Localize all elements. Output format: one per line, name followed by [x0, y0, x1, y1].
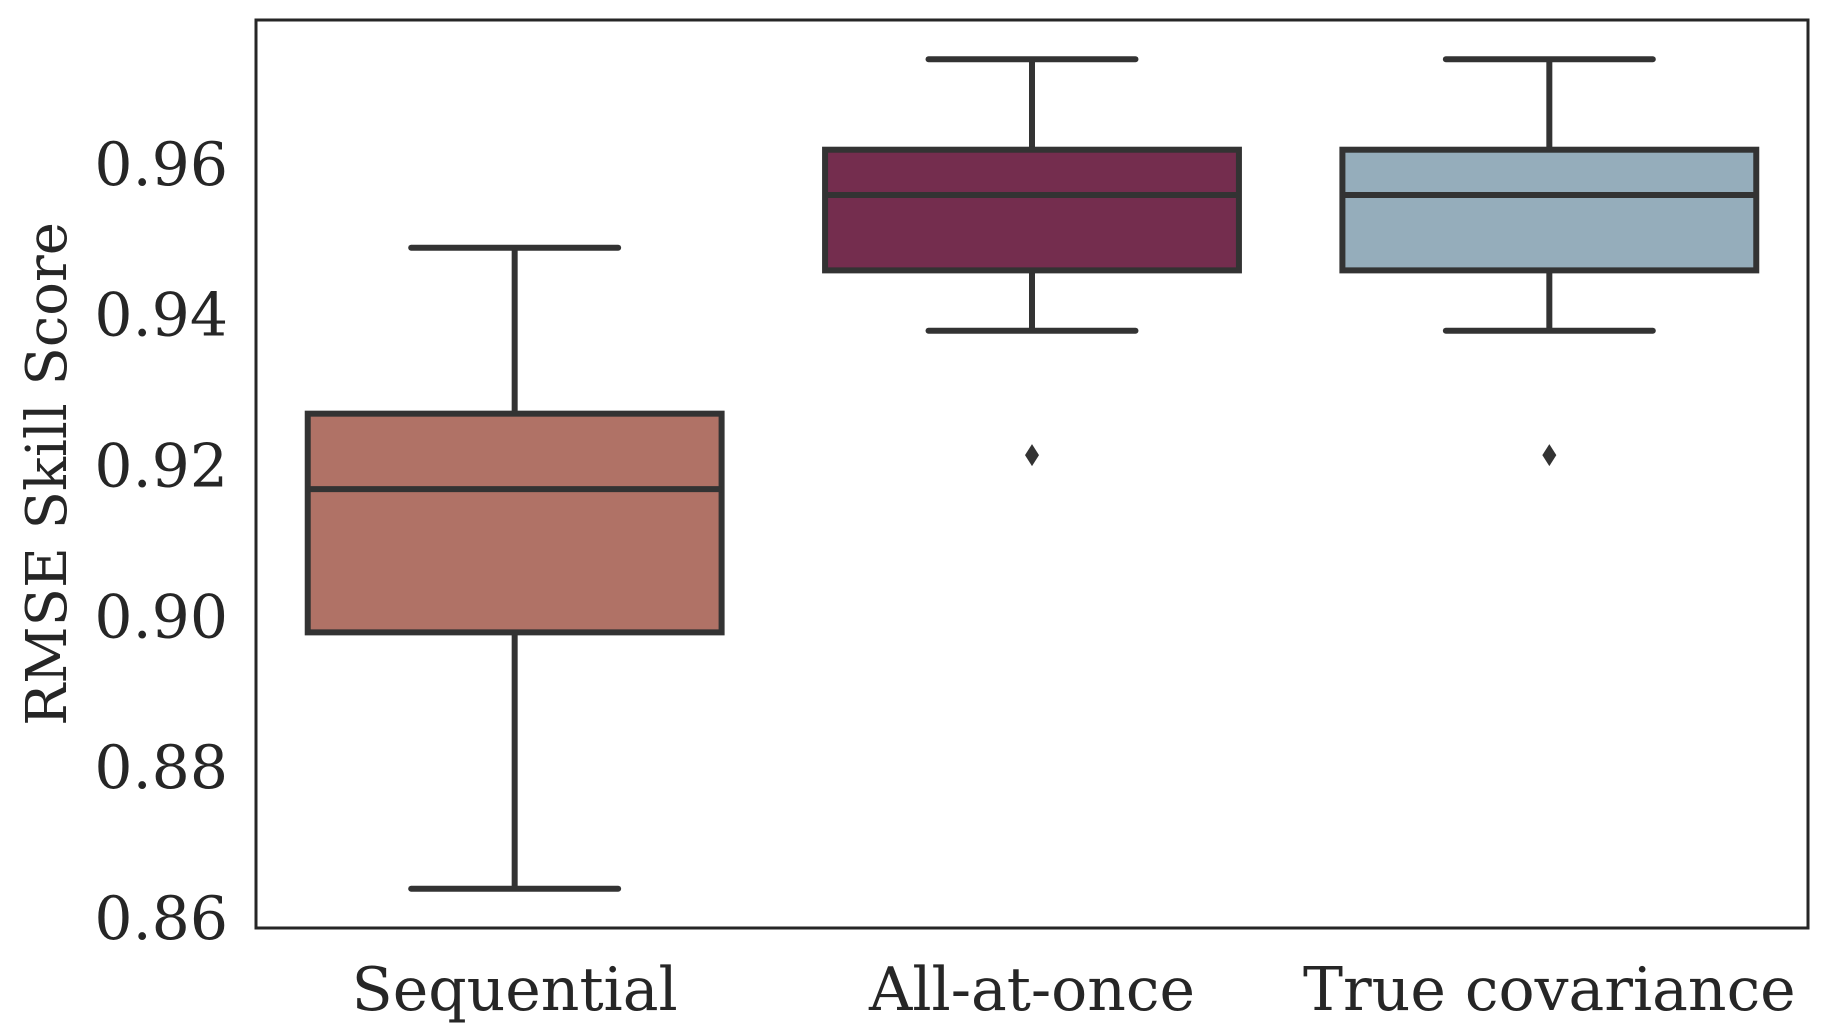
- box-group: [822, 56, 1242, 467]
- x-tick-label: True covariance: [1303, 955, 1796, 1025]
- y-tick-label: 0.92: [94, 431, 228, 501]
- y-tick-label: 0.88: [94, 733, 228, 803]
- box-group: [1339, 56, 1760, 467]
- x-tick-label: All-at-once: [868, 955, 1195, 1025]
- y-axis-title: RMSE Skill Score: [15, 222, 80, 726]
- plot-frame: [254, 18, 1810, 930]
- y-tick-label: 0.94: [94, 281, 228, 351]
- y-axis-ticks: 0.86 0.88 0.90 0.92 0.94 0.96: [94, 130, 228, 954]
- box-iqr: [304, 410, 725, 636]
- outlier-point: [1542, 444, 1557, 467]
- box-iqr: [822, 146, 1242, 274]
- box-group: [304, 244, 725, 892]
- boxes-layer: [304, 56, 1760, 892]
- x-axis-ticks: Sequential All-at-once True covariance: [352, 955, 1796, 1025]
- x-tick-label: Sequential: [352, 955, 678, 1025]
- y-tick-label: 0.86: [94, 884, 228, 954]
- y-tick-label: 0.90: [94, 582, 228, 652]
- box-iqr: [1339, 146, 1760, 274]
- outlier-point: [1025, 444, 1039, 467]
- y-tick-label: 0.96: [94, 130, 228, 200]
